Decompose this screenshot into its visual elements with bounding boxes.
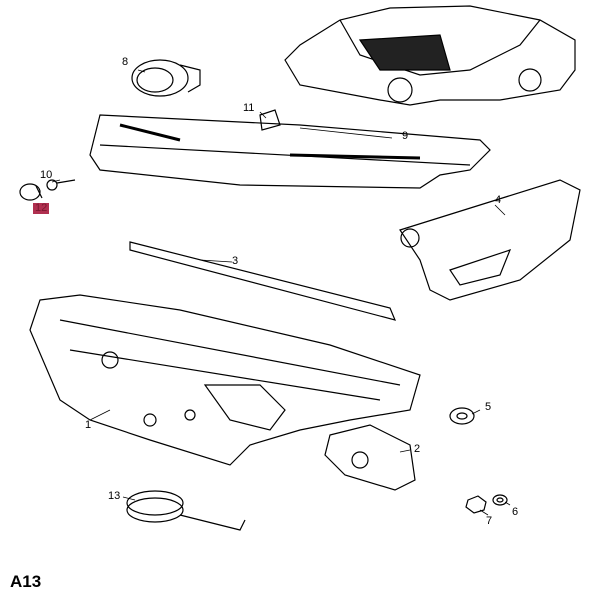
part-9-cowl-panel bbox=[89, 109, 491, 189]
part-2-bracket bbox=[324, 424, 416, 491]
part-5-grommet bbox=[449, 407, 475, 425]
callout-10: 10 bbox=[40, 169, 53, 181]
callout-8: 8 bbox=[122, 56, 129, 68]
part-1-bulkhead bbox=[29, 294, 421, 466]
callout-1: 1 bbox=[85, 419, 92, 431]
callout-7: 7 bbox=[486, 515, 493, 527]
callout-2: 2 bbox=[414, 443, 421, 455]
part-13-tape-roll bbox=[126, 490, 246, 531]
car-body-illustration bbox=[284, 5, 576, 106]
part-4-bracket bbox=[399, 179, 581, 301]
part-3-seal-strip bbox=[129, 241, 397, 321]
diagram-code: A13 bbox=[10, 572, 42, 591]
callout-9: 9 bbox=[402, 130, 409, 142]
callout-12-highlighted[interactable]: 12 bbox=[33, 202, 50, 214]
part-8-grommet bbox=[131, 59, 201, 97]
part-10-screw bbox=[46, 179, 76, 191]
part-12-cap bbox=[19, 183, 43, 201]
part-6-washer bbox=[492, 494, 508, 506]
leader-lines bbox=[51, 69, 511, 516]
callout-11: 11 bbox=[243, 102, 255, 114]
callout-5: 5 bbox=[485, 401, 492, 413]
callout-3: 3 bbox=[232, 255, 239, 267]
callout-4: 4 bbox=[495, 194, 502, 206]
callout-13: 13 bbox=[108, 490, 121, 502]
callout-6: 6 bbox=[512, 506, 519, 518]
part-7-nut bbox=[465, 495, 487, 514]
